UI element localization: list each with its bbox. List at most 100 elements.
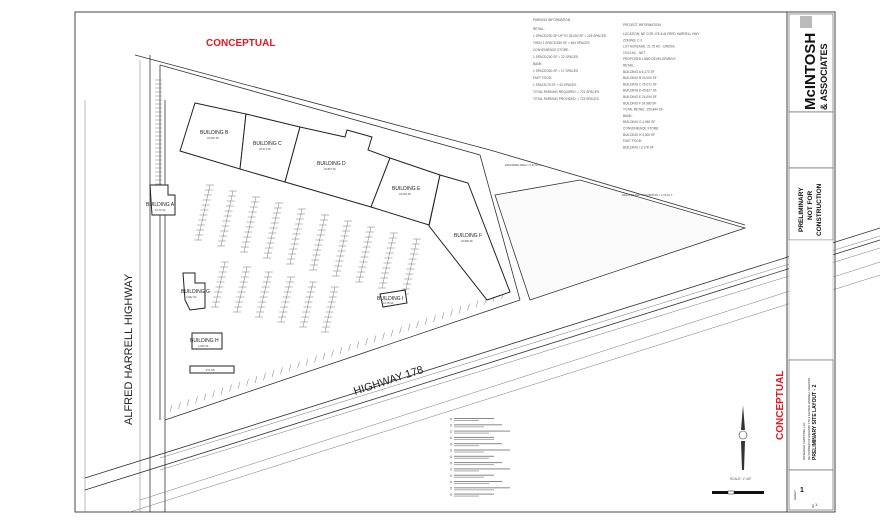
project-info-line: PROPOSED LAND DEVELOPMENT: [623,57,676,61]
project-info-line: RETAIL: [623,64,635,68]
parking-row [324,286,336,333]
parking-row [289,208,303,265]
svg-text:1: 1 [815,502,818,507]
svg-text:ROSEDALE SHOPPING, LLC: ROSEDALE SHOPPING, LLC [802,423,806,460]
parking-info-line: TOTAL PARKING REQUIRED: = 721 SPACES [533,90,599,94]
project-info-line: BUILDING A 6,173 SF [623,70,655,74]
project-info-line: FAST FOOD: [623,139,642,143]
expanded-area-note: EXPANDED AREA = 0.47 AC ± [505,163,541,167]
building-a: BUILDING A 6,173 SF [146,184,176,216]
parking-row [302,281,314,328]
building-i: BUILDING I 3,178 SF [377,289,408,308]
svg-text:PROJECT INFORMATION: PROJECT INFORMATION [623,23,661,27]
building-label: BUILDING B [200,130,229,136]
preliminary-line: CONSTRUCTION [816,183,823,236]
building-g: BUILDING G 4,962 SF [181,272,210,311]
project-info-line: BUILDING C 20,071 SF [623,82,657,86]
svg-text:NE CORNER OF HIGHWAY 178 & ALF: NE CORNER OF HIGHWAY 178 & ALFRED HARREL… [807,377,811,460]
firm-logo-icon [800,16,812,28]
svg-text:PYLON: PYLON [206,368,215,372]
site-boundary [134,54,747,420]
conceptual-stamp-top: CONCEPTUAL [206,38,275,49]
sheet-title: PRELIMINARY SITE LAYOUT - 2 [812,384,818,460]
building-area: 24,000 SF [207,136,219,140]
building-label: BUILDING E [392,186,421,192]
building-area: 6,173 SF [155,208,166,212]
alfred-harrell-road [84,55,166,512]
firm-name-2: & ASSOCIATES [819,43,829,110]
parking-lot [155,79,504,413]
svg-text:PARKING INFORMATION: PARKING INFORMATION [533,18,571,22]
parking-row [335,220,349,277]
parking-row [358,226,372,283]
alfred-harrell-label: ALFRED HARRELL HIGHWAY [123,273,135,425]
title-block: McINTOSH & ASSOCIATES PRELIMINARY NOT FO… [788,13,834,511]
building-area: 4,962 SF [186,295,197,299]
project-info-line: ZONING: C-2 [623,38,643,42]
parking-info-line: FAST FOOD: [533,76,552,80]
building-h: BUILDING H 4,300 SF [190,332,223,350]
building-area: 24,980 SF [461,239,473,243]
project-info-line: BUILDING D 40,827 SF [623,89,657,93]
highway-178-road [84,227,881,513]
parking-row [266,202,280,259]
building-area: 3,178 SF [383,301,394,305]
preliminary-line: NOT FOR [807,190,814,220]
project-info-line: BUILDING G 4,962 SF [623,120,655,124]
parking-row [236,266,248,313]
sheet-border [74,11,836,513]
building-area: 40,827 SF [324,167,336,171]
parking-info-line: TOTAL PARKING PROVIDED: = 723 SPACES [533,97,599,101]
scale-bar [712,490,764,495]
building-area: 4,300 SF [198,344,209,348]
project-info-line: LOCATION: NE COR 178 & ALFRED HARRELL HW… [623,32,700,36]
project-info-line: LOT ACREAGE: 21.75 AC - GROSS [623,45,675,49]
row-acquisition-note: RIGHT OF WAY ACQUISITION = 2.72 AC ± [622,193,673,197]
project-info-line: CONVENIENCE STORE: [623,127,659,131]
project-info-line: TOTAL RETAIL: 150,844 SF [623,108,663,112]
parking-row [258,271,270,318]
firm-name: McINTOSH [802,33,819,110]
parking-row [220,190,234,247]
project-info-line: 19.04 AC - NET [623,51,645,55]
parking-info-line: THEN 1 SPACE/250 SF = 464 SPACES [533,41,589,45]
building-area: 20,071 SF [259,147,271,151]
building-label: BUILDING F [454,233,482,239]
project-info-line: BANK: [623,114,633,118]
parking-info-line: BANK: [533,62,543,66]
parking-row [381,232,395,289]
pylon-sign: PYLON [189,365,235,374]
building-d: BUILDING D 40,827 SF [284,126,391,208]
parking-info-line: 1 SPACE/200 SF UP TO 25,000 SF = 125 SPA… [533,34,606,38]
project-info-line: BUILDING E 24,094 SF [623,95,657,99]
scale-label: SCALE: 1"=60' [730,477,752,481]
svg-text:SHEET: SHEET [793,490,797,500]
svg-text:OF: OF [811,504,815,508]
general-notes [449,417,510,497]
project-information: PROJECT INFORMATION LOCATION: NE COR 178… [623,23,700,149]
building-label: BUILDING A [146,202,175,208]
project-info-line: BUILDING H 4,300 SF [623,133,655,137]
right-of-way-area [494,179,747,301]
parking-info-line: 1 SPACE/300 SF = 17 SPACES [533,69,578,73]
parking-information: PARKING INFORMATION RETAIL: 1 SPACE/200 S… [533,18,606,101]
parking-row [312,214,326,271]
sheet-number: 1 [800,487,804,494]
building-label: BUILDING I [377,296,403,302]
conceptual-stamp-side: CONCEPTUAL [775,371,786,440]
parking-row [197,184,211,241]
north-arrow-icon [738,405,748,470]
parking-row [404,238,418,295]
building-f: BUILDING F 24,980 SF [428,174,511,301]
project-info-line: BUILDING I 3,178 SF [623,145,654,149]
parking-info-line: 1 SPACE/200 SF = 22 SPACES [533,55,578,59]
building-area: 24,094 SF [399,192,411,196]
preliminary-line: PRELIMINARY [798,187,805,232]
building-label: BUILDING H [190,338,219,344]
parking-info-line: CONVENIENCE STORE: [533,48,569,52]
project-info-line: BUILDING B 24,000 SF [623,76,657,80]
building-label: BUILDING D [317,161,346,167]
parking-info-line: RETAIL: [533,27,545,31]
parking-row [243,196,257,253]
